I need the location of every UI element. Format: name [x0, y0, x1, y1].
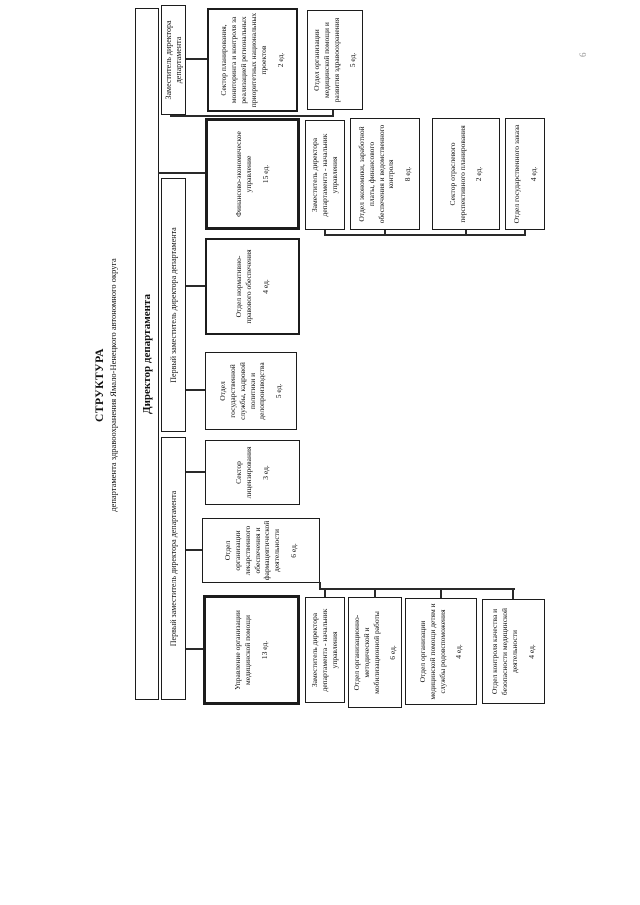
connector-line [186, 389, 205, 391]
box-ekonomika-label: Отдел экономики, заработной платы, финан… [356, 124, 396, 224]
box-razvitie-label: Отдел организации медицинской помощи и р… [311, 17, 341, 103]
box-org-metod: Отдел организационно-методической и моби… [348, 597, 402, 708]
box-sektor-plan: Сектор планирования, мониторинга и контр… [207, 8, 298, 112]
chart-subtitle: департамента здравоохранения Ямало-Ненец… [108, 258, 118, 512]
box-fin-count: 15 ед. [260, 164, 270, 184]
box-gossluzhba-label: Отдел государственной службы, кадровой п… [217, 362, 267, 420]
box-lek: Отдел организации лекарственного обеспеч… [202, 518, 320, 583]
connector-line [186, 648, 203, 650]
box-ekonomika-count: 8 ед. [403, 166, 413, 182]
connector-line [186, 285, 205, 287]
box-gossluzhba: Отдел государственной службы, кадровой п… [205, 352, 297, 430]
page-number: 6 [578, 52, 588, 58]
box-gossluzhba-count: 5 ед. [274, 383, 284, 399]
box-lek-count: 6 ед. [289, 543, 299, 558]
box-upr-med-count: 13 ед. [259, 640, 269, 660]
connector-line [158, 172, 205, 174]
box-goszakaz: Отдел государственного заказа 4 ед. [505, 118, 545, 230]
first-deputy-1-label: Первый заместитель директора департамент… [168, 490, 178, 647]
box-zam-nach-upper: Заместитель директора департамента - нач… [305, 120, 345, 230]
chart-title-block: СТРУКТУРА департамента здравоохранения Я… [94, 215, 118, 555]
connector-line [170, 115, 334, 117]
box-otraslevoe-label: Сектор отраслевого перспективного планир… [447, 125, 467, 223]
connector-line [324, 589, 326, 597]
connector-line [465, 230, 467, 236]
box-org-metod-label: Отдел организационно-методической и моби… [351, 611, 381, 694]
box-otraslevoe-count: 2 ед. [474, 166, 484, 182]
box-lek-label: Отдел организации лекарственного обеспеч… [222, 520, 282, 581]
box-normativ-count: 4 ед. [260, 279, 270, 294]
box-zam-nach-lower-label: Заместитель директора департамента - нач… [310, 608, 339, 692]
box-upr-med-label: Управление организации медицинской помощ… [233, 610, 253, 690]
box-normativ: Отдел нормативно-правового обеспечения 4… [205, 238, 300, 335]
box-razvitie: Отдел организации медицинской помощи и р… [307, 10, 363, 110]
connector-line [320, 588, 515, 590]
connector-line [524, 230, 526, 236]
connector-line [324, 230, 326, 236]
box-detyam: Отдел организации медицинской помощи дет… [405, 598, 477, 705]
box-razvitie-count: 5 ед. [348, 52, 358, 68]
deputy-label: Заместитель директора департамента [163, 20, 183, 100]
box-goszakaz-count: 4 ед. [528, 166, 538, 182]
first-deputy-2-label: Первый заместитель директора департамент… [168, 227, 178, 383]
box-goszakaz-label: Отдел государственного заказа [511, 124, 521, 224]
first-deputy-2-box: Первый заместитель директора департамент… [161, 178, 186, 432]
box-ekonomika: Отдел экономики, заработной платы, финан… [350, 118, 420, 230]
box-zam-nach-upper-label: Заместитель директора департамента - нач… [310, 133, 339, 217]
box-sektor-plan-label: Сектор планирования, мониторинга и контр… [219, 12, 268, 108]
connector-line [440, 589, 442, 598]
director-label: Директор департамента [141, 294, 153, 414]
connector-line [512, 589, 514, 599]
box-fin: Финансово-экономическое управление 15 ед… [205, 118, 300, 230]
box-upr-med: Управление организации медицинской помощ… [203, 595, 300, 705]
chart-title: СТРУКТУРА [94, 348, 106, 422]
director-box: Директор департамента [135, 8, 159, 700]
first-deputy-1-box: Первый заместитель директора департамент… [161, 437, 186, 700]
box-otraslevoe: Сектор отраслевого перспективного планир… [432, 118, 500, 230]
box-org-metod-count: 6 ед. [388, 645, 398, 660]
box-detyam-count: 4 ед. [454, 644, 464, 659]
box-sektor-plan-count: 2 ед. [275, 52, 285, 68]
box-zam-nach-lower: Заместитель директора департамента - нач… [305, 597, 345, 703]
box-normativ-label: Отдел нормативно-правового обеспечения [234, 249, 254, 324]
connector-line [186, 58, 207, 60]
connector-line [186, 549, 202, 551]
connector-line [319, 582, 321, 590]
box-kontrol-label: Отдел контроля качества и безопасности м… [490, 607, 519, 696]
box-kontrol-count: 4 ед. [526, 644, 536, 659]
connector-line [332, 110, 334, 117]
box-licenz-label: Сектор лицензирования [234, 446, 254, 499]
connector-line [324, 234, 526, 236]
box-licenz-count: 3 ед. [260, 465, 270, 480]
box-licenz: Сектор лицензирования 3 ед. [205, 440, 300, 505]
connector-line [186, 471, 205, 473]
deputy-box: Заместитель директора департамента [161, 5, 186, 115]
connector-line [384, 230, 386, 236]
box-fin-label: Финансово-экономическое управление [234, 131, 254, 217]
box-kontrol: Отдел контроля качества и безопасности м… [482, 599, 545, 704]
connector-line [374, 589, 376, 598]
box-detyam-label: Отдел организации медицинской помощи дет… [417, 603, 447, 700]
